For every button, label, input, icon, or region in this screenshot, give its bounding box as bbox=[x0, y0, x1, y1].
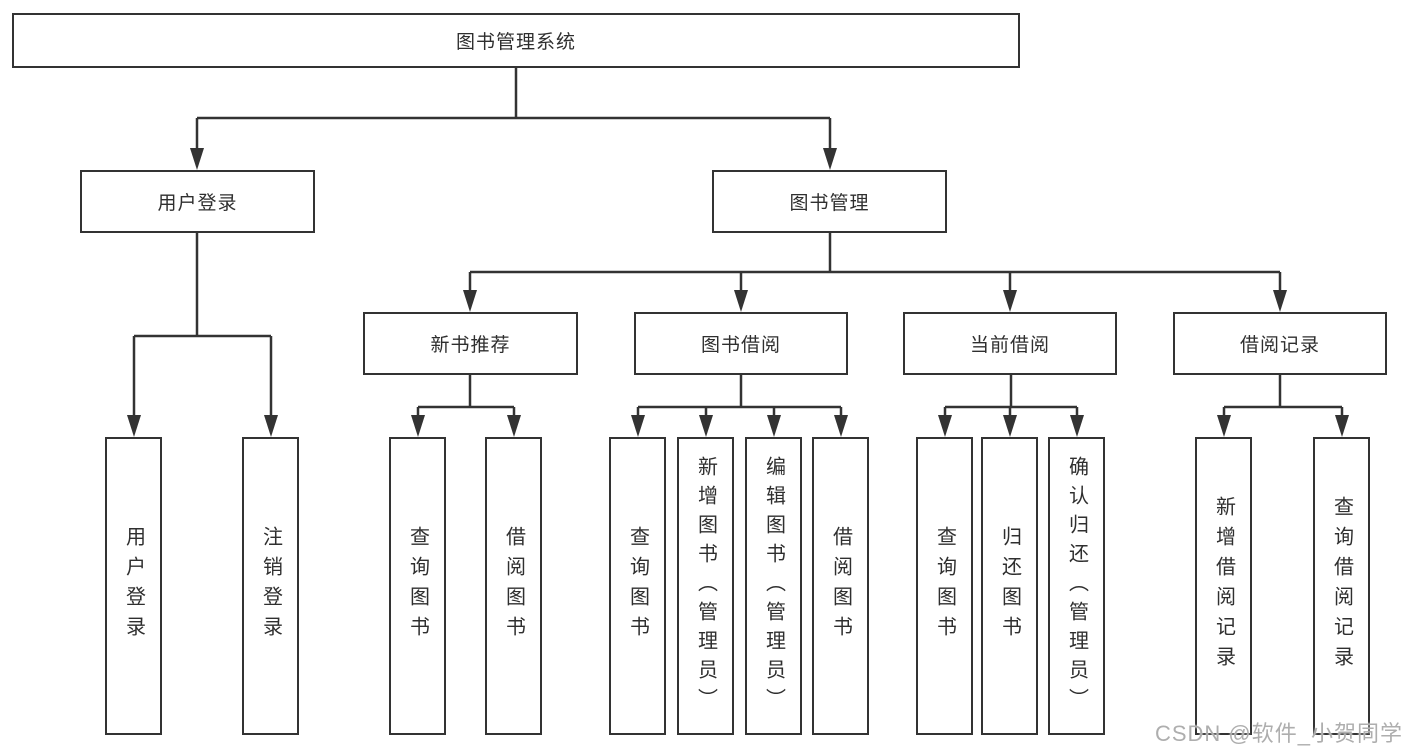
csdn-watermark: CSDN @软件_小贺同学 bbox=[1154, 721, 1403, 746]
arrow-down-icon bbox=[699, 415, 713, 437]
leaf-current-return: 归还图书 bbox=[981, 437, 1038, 735]
leaf-current-query-label: 查询图书 bbox=[933, 526, 956, 646]
leaf-records-query-label: 查询借阅记录 bbox=[1330, 496, 1353, 676]
leaf-borrow-edit-admin-label: 编辑图书（管理员） bbox=[762, 455, 785, 717]
node-book-borrow-label: 图书借阅 bbox=[700, 335, 781, 356]
leaf-newbooks-query: 查询图书 bbox=[389, 437, 446, 735]
arrow-down-icon bbox=[127, 415, 141, 437]
arrow-down-icon bbox=[463, 290, 477, 312]
leaf-borrow-add-admin: 新增图书（管理员） bbox=[677, 437, 734, 735]
arrow-down-icon bbox=[938, 415, 952, 437]
node-root-system: 图书管理系统 bbox=[12, 13, 1020, 68]
leaf-borrow-book-label: 借阅图书 bbox=[829, 526, 852, 646]
node-current-borrow-label: 当前借阅 bbox=[969, 335, 1050, 356]
leaf-borrow-query-label: 查询图书 bbox=[626, 526, 649, 646]
leaf-records-add: 新增借阅记录 bbox=[1195, 437, 1252, 735]
node-new-book-recommend: 新书推荐 bbox=[363, 312, 578, 375]
node-new-book-recommend-label: 新书推荐 bbox=[430, 335, 511, 356]
leaf-borrow-book: 借阅图书 bbox=[812, 437, 869, 735]
leaf-logout-label: 注销登录 bbox=[259, 526, 282, 646]
arrow-down-icon bbox=[190, 148, 204, 170]
leaf-user-login: 用户登录 bbox=[105, 437, 162, 735]
node-book-management: 图书管理 bbox=[712, 170, 947, 233]
arrow-down-icon bbox=[1335, 415, 1349, 437]
leaf-current-query: 查询图书 bbox=[916, 437, 973, 735]
arrow-down-icon bbox=[1003, 290, 1017, 312]
arrow-down-icon bbox=[264, 415, 278, 437]
leaf-records-query: 查询借阅记录 bbox=[1313, 437, 1370, 735]
leaf-current-return-label: 归还图书 bbox=[998, 526, 1021, 646]
node-root-label: 图书管理系统 bbox=[455, 32, 576, 53]
leaf-borrow-query: 查询图书 bbox=[609, 437, 666, 735]
arrow-down-icon bbox=[823, 148, 837, 170]
leaf-current-confirm-admin: 确认归还（管理员） bbox=[1048, 437, 1105, 735]
leaf-newbooks-borrow-label: 借阅图书 bbox=[502, 526, 525, 646]
node-book-management-label: 图书管理 bbox=[789, 193, 870, 214]
node-borrow-records-label: 借阅记录 bbox=[1239, 335, 1320, 356]
leaf-borrow-edit-admin: 编辑图书（管理员） bbox=[745, 437, 802, 735]
leaf-current-confirm-admin-label: 确认归还（管理员） bbox=[1065, 455, 1088, 717]
arrow-down-icon bbox=[734, 290, 748, 312]
arrow-down-icon bbox=[767, 415, 781, 437]
node-current-borrow: 当前借阅 bbox=[903, 312, 1117, 375]
node-borrow-records: 借阅记录 bbox=[1173, 312, 1387, 375]
leaf-newbooks-query-label: 查询图书 bbox=[406, 526, 429, 646]
node-user-login: 用户登录 bbox=[80, 170, 315, 233]
leaf-user-login-label: 用户登录 bbox=[122, 526, 145, 646]
leaf-records-add-label: 新增借阅记录 bbox=[1212, 496, 1235, 676]
arrow-down-icon bbox=[1003, 415, 1017, 437]
arrow-down-icon bbox=[411, 415, 425, 437]
node-book-borrow: 图书借阅 bbox=[634, 312, 848, 375]
arrow-down-icon bbox=[631, 415, 645, 437]
arrow-down-icon bbox=[1217, 415, 1231, 437]
arrow-down-icon bbox=[1273, 290, 1287, 312]
arrow-down-icon bbox=[834, 415, 848, 437]
leaf-newbooks-borrow: 借阅图书 bbox=[485, 437, 542, 735]
leaf-logout: 注销登录 bbox=[242, 437, 299, 735]
arrow-down-icon bbox=[1070, 415, 1084, 437]
arrow-down-icon bbox=[507, 415, 521, 437]
leaf-borrow-add-admin-label: 新增图书（管理员） bbox=[694, 455, 717, 717]
node-user-login-label: 用户登录 bbox=[157, 193, 238, 214]
